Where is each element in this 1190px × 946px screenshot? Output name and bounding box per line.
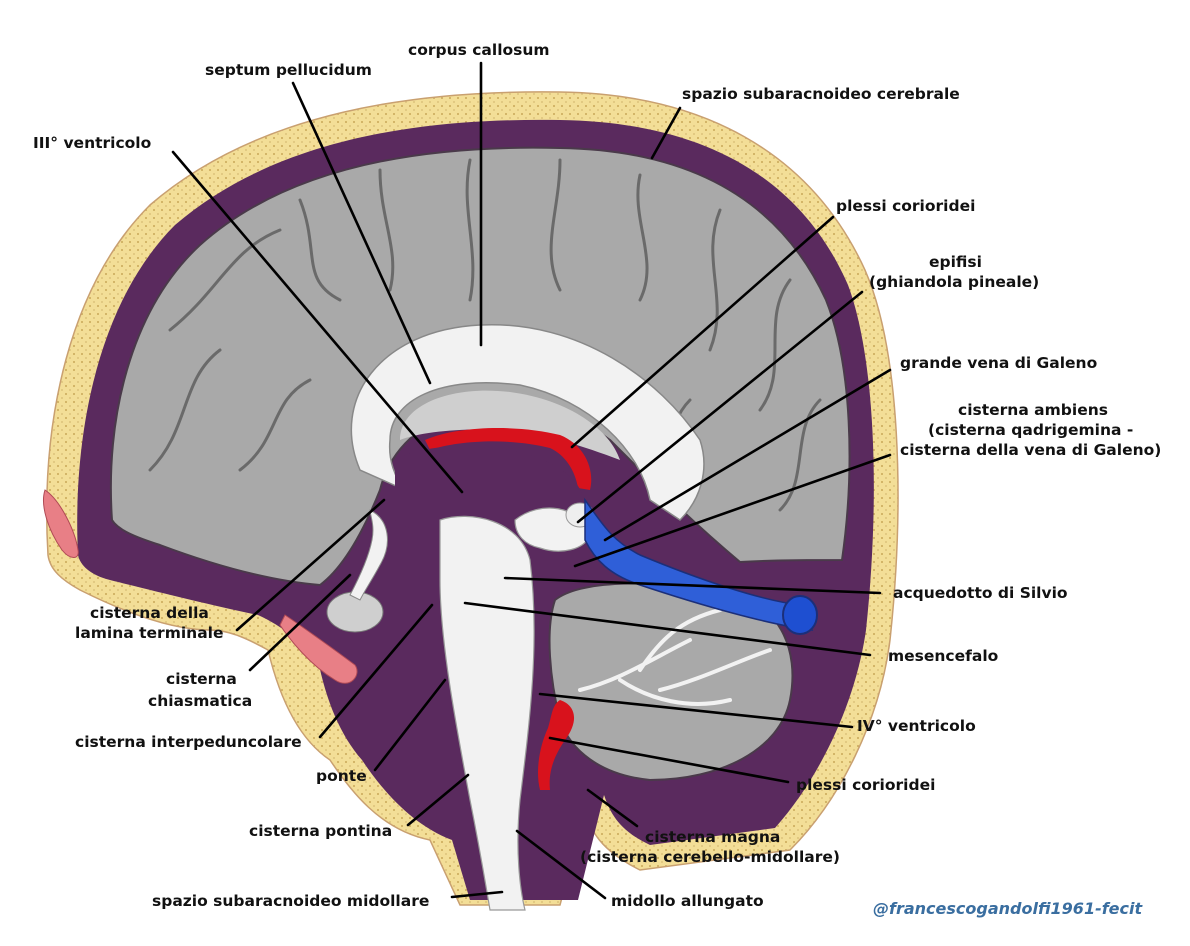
labels: corpus callosum septum pellucidum spazio… [33,41,1161,918]
author-credit: @francescogandolfi1961-fecit [873,899,1143,918]
label-spazio-subaracnoideo-cerebrale: spazio subaracnoideo cerebrale [682,85,960,103]
label-mesencefalo: mesencefalo [888,647,998,665]
arbor-vitae [578,608,772,706]
label-plessi-corioridei-top: plessi corioridei [836,197,975,215]
label-cisterna-magna-1: cisterna magna [645,828,780,846]
label-interpeduncolare: cisterna interpeduncolare [75,733,302,751]
label-cisterna-ambiens-2: (cisterna qadrigemina - [928,421,1133,439]
label-corpus-callosum: corpus callosum [408,41,550,59]
label-epifisi-1: epifisi [929,253,982,271]
label-grande-vena-galeno: grande vena di Galeno [900,354,1097,372]
label-ponte: ponte [316,767,367,785]
sphenoid-sinus [279,614,358,684]
corpus-callosum [350,324,705,521]
label-cisterna-ambiens-1: cisterna ambiens [958,401,1108,419]
label-cisterna-pontina: cisterna pontina [249,822,392,840]
vein-of-galen [584,497,814,631]
label-cisterna-magna-2: (cisterna cerebello-midollare) [580,848,840,866]
choroid-plexus-top [425,428,592,490]
label-spazio-subaracnoideo-midollare: spazio subaracnoideo midollare [152,892,429,910]
label-plessi-corioridei-bottom: plessi corioridei [796,776,935,794]
label-lamina-terminale-1: cisterna della [90,604,209,622]
label-terzo-ventricolo: III° ventricolo [33,134,151,152]
choroid-plexus-bottom [537,700,575,790]
straight-sinus-lumen [782,595,818,635]
brainstem [439,515,535,911]
leader-lines [171,61,892,900]
label-septum-pellucidum: septum pellucidum [205,61,372,79]
label-lamina-terminale-2: lamina terminale [75,624,223,642]
label-quarto-ventricolo: IV° ventricolo [857,717,976,735]
label-cisterna-ambiens-3: cisterna della vena di Galeno) [900,441,1161,459]
label-epifisi-2: (ghiandola pineale) [869,273,1039,291]
optic-chiasm [349,509,388,601]
label-acquedotto-silvio: acquedotto di Silvio [893,584,1068,602]
septum-pellucidum [400,390,620,460]
label-chiasmatica-2: chiasmatica [148,692,252,710]
label-chiasmatica-1: cisterna [166,670,237,688]
frontal-sinus [43,489,79,558]
label-midollo-allungato: midollo allungato [611,892,764,910]
